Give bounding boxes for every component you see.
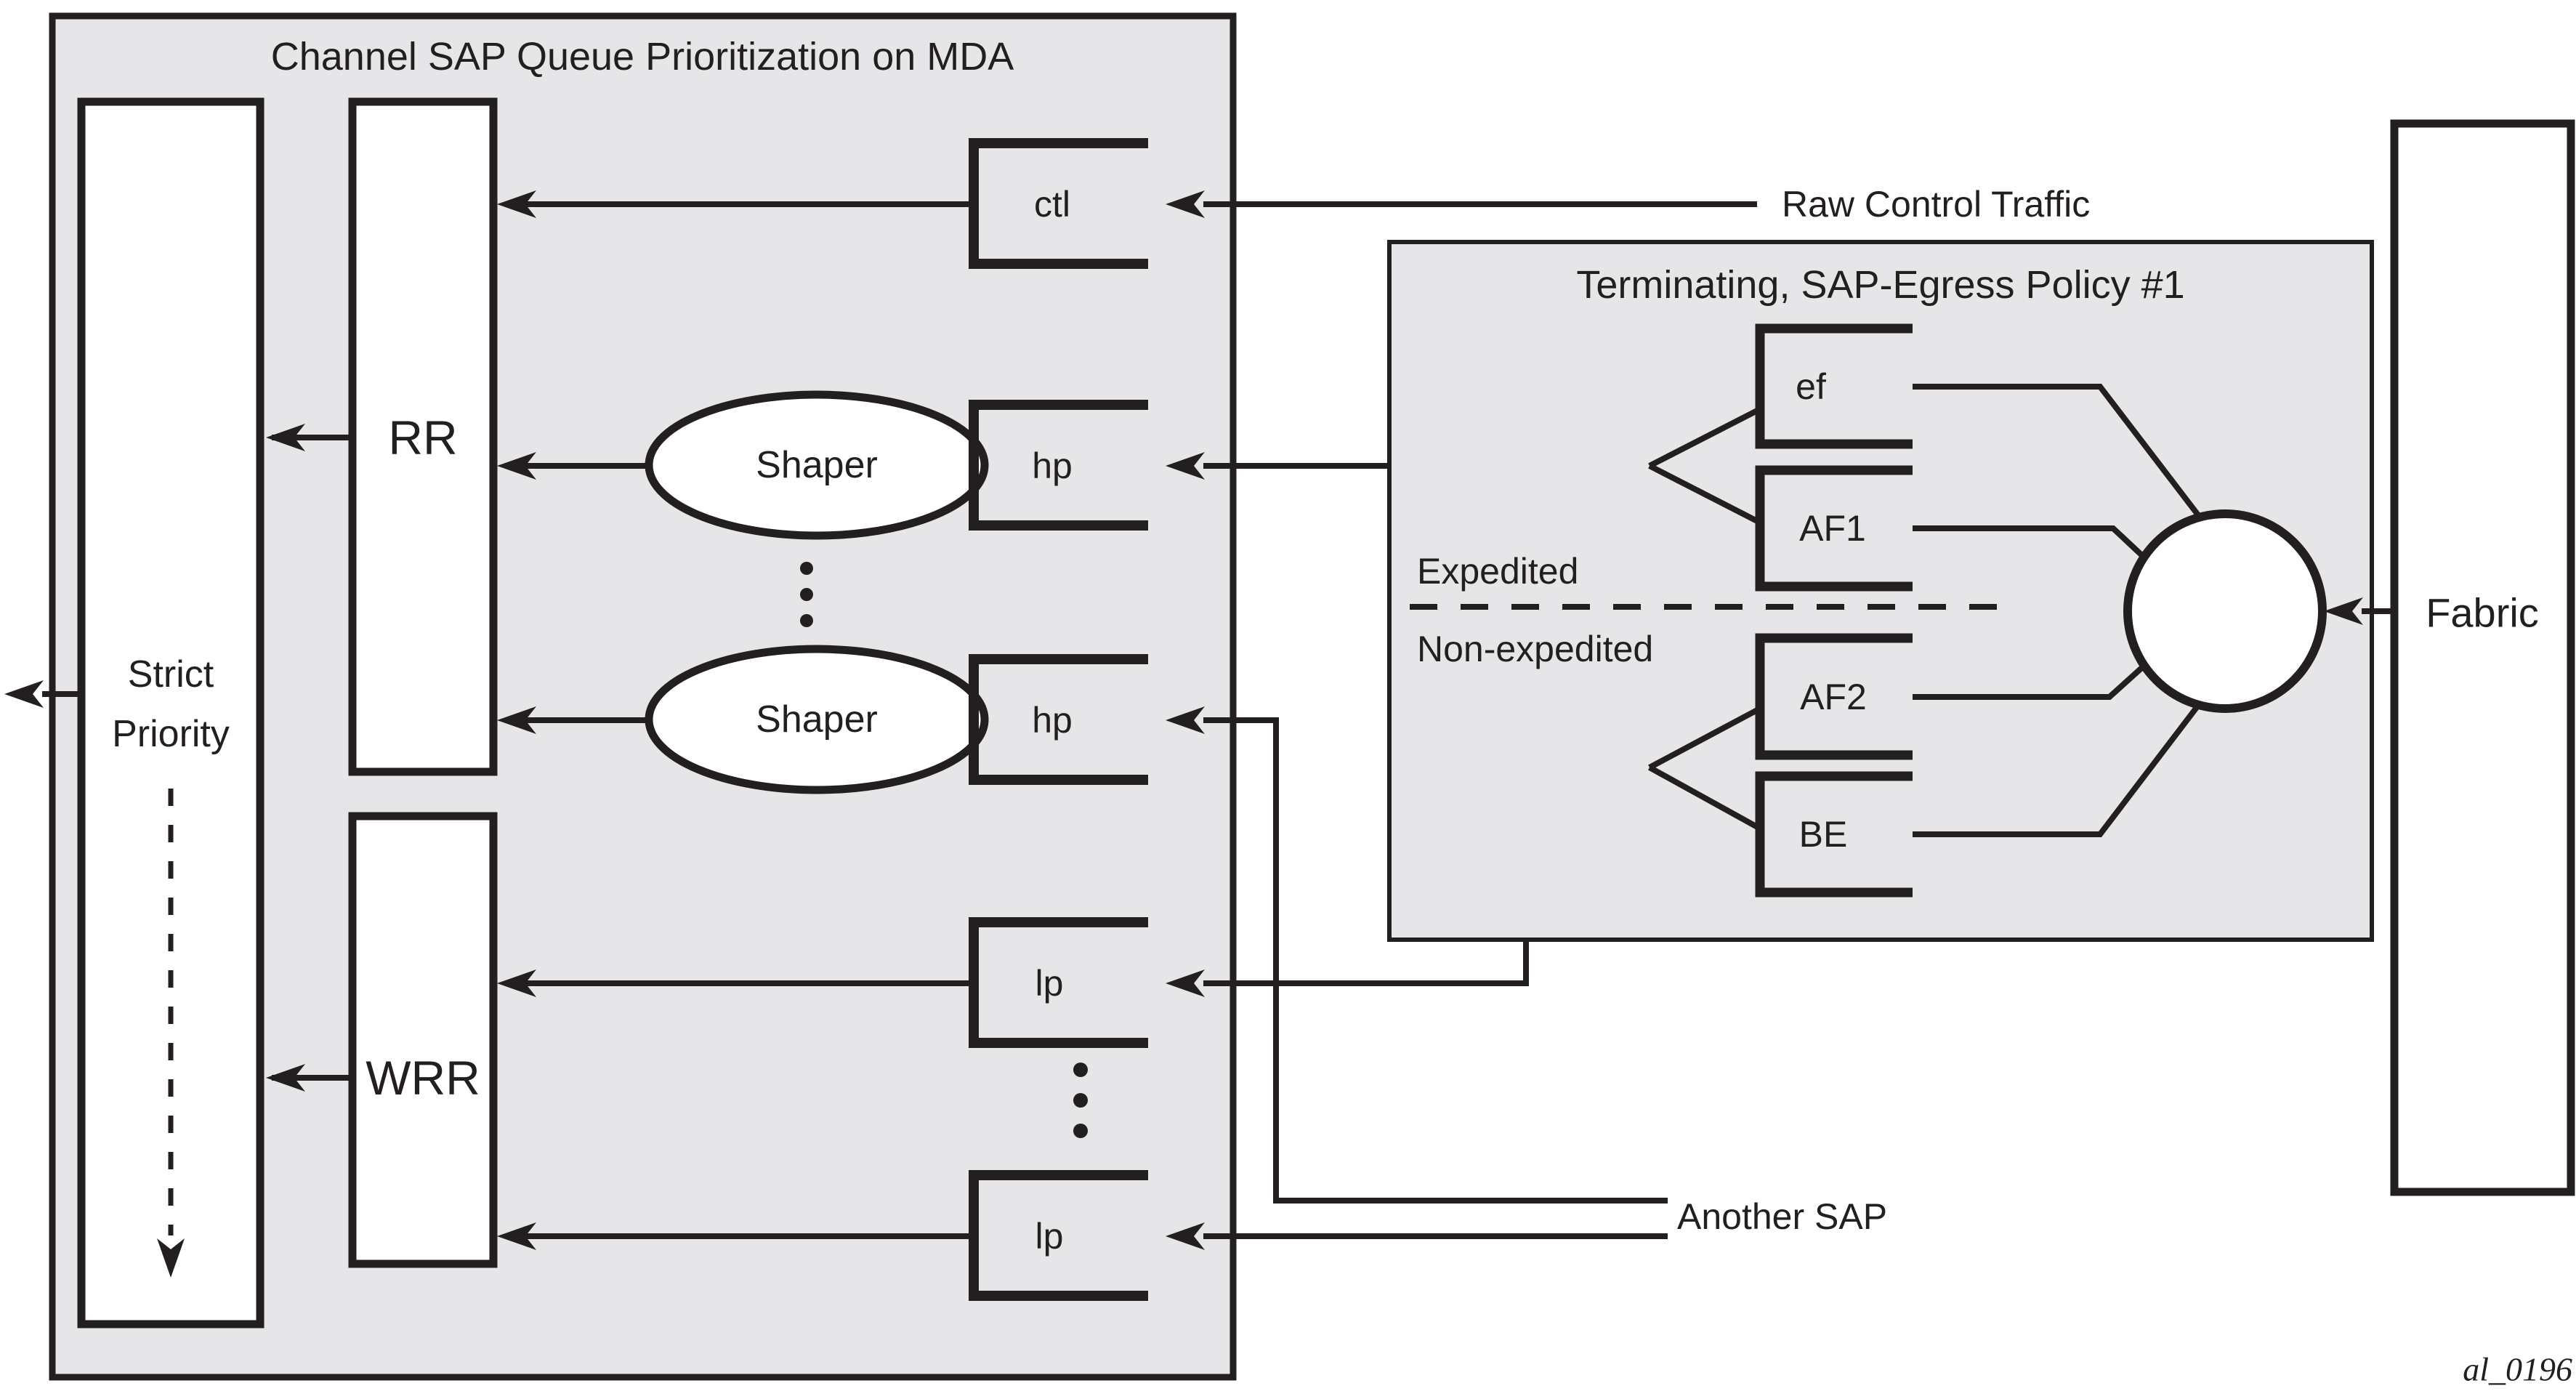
queue-ef: ef (1755, 323, 1913, 449)
another-sap-feed-to-hp-bottom (1166, 706, 1668, 1204)
mda-panel-group: Channel SAP Queue Prioritization on MDA … (4, 12, 1237, 1381)
lp-queue-ellipsis-dots (1073, 1063, 1088, 1138)
shaper-label-bottom: Shaper (756, 698, 878, 741)
arrowhead-down-icon (157, 1238, 185, 1278)
splitter-af2-be (1648, 706, 1761, 831)
figure-watermark: al_0196 (2463, 1351, 2572, 1388)
fabric-label: Fabric (2426, 590, 2539, 636)
splitter-ef-af1 (1648, 406, 1761, 525)
arrow-wrr-to-strict (266, 1064, 352, 1092)
queue-ef-label: ef (1796, 366, 1826, 407)
arrow-fabric-to-classifier (2324, 597, 2394, 625)
arrowhead-left-icon (1166, 190, 1205, 218)
arrow-shaper-top-to-rr (497, 452, 649, 480)
wrr-scheduler-box (348, 812, 498, 1268)
non-expedited-label: Non-expedited (1417, 629, 1653, 669)
arrow-strict-egress-out (4, 680, 81, 708)
expedited-label: Expedited (1417, 551, 1578, 592)
link-af1-to-classifier (1913, 525, 2149, 562)
queue-be-label: BE (1799, 814, 1848, 855)
queue-lp-bottom-label: lp (1035, 1216, 1064, 1257)
fabric-box (2390, 119, 2575, 1196)
arrow-lp-bottom-to-wrr (497, 1222, 974, 1250)
arrowhead-left-icon (497, 452, 536, 480)
arrow-rr-to-strict (266, 424, 352, 451)
rr-scheduler-box (348, 97, 498, 776)
strict-priority-label-line1: Strict (128, 653, 214, 696)
shaper-label-top: Shaper (756, 444, 878, 486)
wrr-scheduler-label: WRR (366, 1051, 480, 1105)
raw-control-traffic-label: Raw Control Traffic (1782, 184, 2090, 225)
arrowhead-left-icon (266, 1064, 305, 1092)
sap-egress-policy-group: Terminating, SAP-Egress Policy #1 ef AF1… (1387, 240, 2374, 942)
queue-hp-bottom: hp (969, 654, 1148, 785)
arrowhead-left-icon (497, 706, 536, 734)
queue-af2: AF2 (1755, 633, 1913, 760)
arrow-ctl-to-rr (497, 190, 974, 218)
queue-af2-label: AF2 (1800, 677, 1867, 717)
arrowhead-left-icon (1166, 452, 1205, 480)
link-be-to-classifier (1913, 704, 2200, 837)
arrow-shaper-bottom-to-rr (497, 706, 649, 734)
mda-panel-title: Channel SAP Queue Prioritization on MDA (271, 35, 1014, 78)
queue-lp-top-label: lp (1035, 963, 1064, 1004)
fabric-group: Fabric (2324, 119, 2575, 1196)
arrowhead-left-icon (4, 680, 44, 708)
queue-hp-top-label: hp (1032, 445, 1073, 486)
arrowhead-left-icon (497, 1222, 536, 1250)
queue-hp-bottom-label: hp (1032, 700, 1073, 741)
classifier-circle (2123, 509, 2327, 713)
queue-hp-top: hp (969, 400, 1148, 531)
arrowhead-left-icon (1166, 706, 1205, 734)
another-sap-feed-to-lp-bottom (1166, 1222, 1668, 1250)
another-sap-label: Another SAP (1677, 1196, 1887, 1237)
queue-af1-label: AF1 (1799, 508, 1866, 549)
arrowhead-left-icon (266, 424, 305, 451)
queue-ctl-label: ctl (1034, 184, 1070, 225)
link-af2-to-classifier (1913, 661, 2149, 700)
arrowhead-left-icon (497, 190, 536, 218)
arrowhead-left-icon (2324, 597, 2363, 625)
link-ef-to-classifier (1913, 384, 2202, 518)
shaper-ellipsis-dots (800, 562, 813, 627)
queue-be: BE (1755, 771, 1913, 898)
rr-scheduler-label: RR (388, 411, 457, 464)
arrow-lp-top-to-wrr (497, 969, 974, 997)
strict-priority-label-line2: Priority (112, 713, 230, 755)
raw-control-feed: Raw Control Traffic (1166, 184, 2090, 225)
queue-af1: AF1 (1755, 465, 1913, 592)
arrowhead-left-icon (1166, 1222, 1205, 1250)
sap-egress-policy-title: Terminating, SAP-Egress Policy #1 (1576, 263, 2184, 307)
arrowhead-left-icon (497, 969, 536, 997)
arrowhead-left-icon (1166, 969, 1205, 997)
